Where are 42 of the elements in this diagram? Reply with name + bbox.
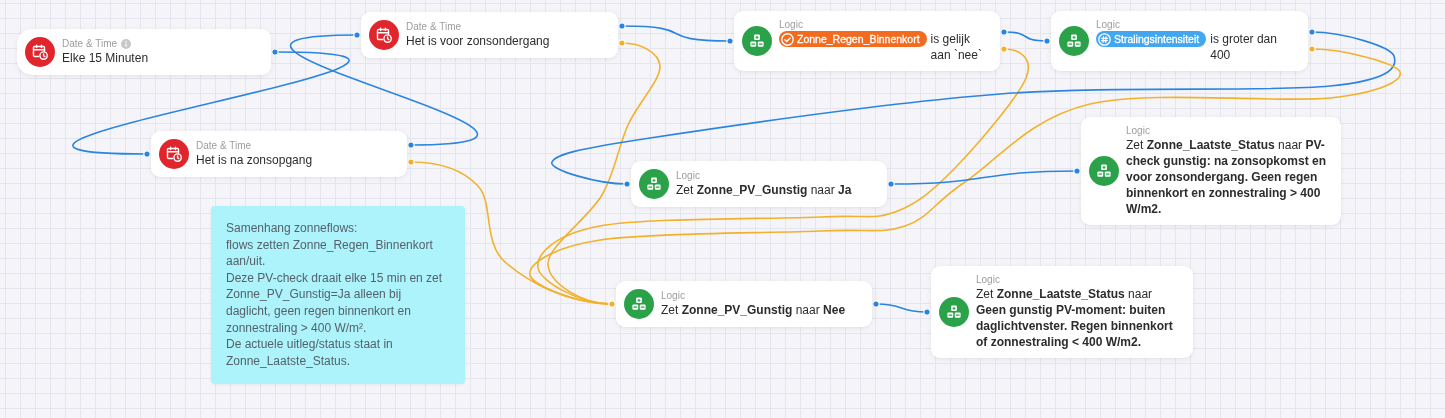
card-title: Zet Zonne_PV_Gunstig naar Ja	[676, 182, 852, 198]
flow-card	[734, 11, 1000, 71]
note-text: flows zetten Zonne_Regen_Binnenkort aan/uit.	[226, 236, 434, 270]
card-category: Logic	[676, 170, 700, 182]
flow-card	[931, 266, 1193, 358]
variable-name: Stralingsintensiteit	[1114, 32, 1200, 47]
flow-card	[361, 12, 618, 58]
connector	[72, 48, 350, 158]
note-card	[211, 206, 465, 385]
card-title: Het is na zonsopgang	[196, 152, 313, 168]
flow-card	[631, 161, 887, 207]
card-title: is gelijk aan `nee`	[930, 31, 983, 63]
card-category: Logic	[1096, 19, 1120, 31]
flow-card	[1051, 11, 1308, 71]
connector	[618, 22, 734, 45]
card-category: Date & Time	[196, 140, 252, 152]
card-category: Logic	[976, 274, 1000, 286]
card-category: Date & Time	[62, 38, 118, 50]
card-category: Logic	[661, 290, 685, 302]
card-title: Zet Zonne_Laatste_Status naar Geen gunstig PV-moment: buiten daglichtvenster. Regen binnenkort of zonnestraling < 400 W/m2.	[976, 286, 1174, 350]
note-text: Deze PV-check draait elke 15 min en zet Zonne_PV_Gunstig=Ja alleen bij daglicht, geen regen binnenkort en zonnestraling > 400 W/m².	[226, 269, 444, 337]
flow-card	[151, 131, 407, 177]
connector	[887, 167, 1081, 188]
variable-name: Zonne_Regen_Binnenkort	[797, 32, 920, 47]
card-category: Logic	[1126, 125, 1150, 137]
card-category: Logic	[779, 19, 803, 31]
card-title: is groter dan 400	[1210, 31, 1278, 63]
card-title: Zet Zonne_Laatste_Status naar PV-check gunstig: na zonsopkomst en voor zonsondergang. Geen regen binnenkort en zonnestraling > 400 W/m2.	[1126, 137, 1328, 217]
connector	[551, 28, 1396, 188]
note-text: Samenhang zonneflows:	[226, 220, 359, 237]
flow-card	[17, 29, 271, 75]
connector	[529, 45, 1402, 308]
card-title: Het is voor zonsondergang	[406, 33, 550, 49]
connector	[872, 300, 931, 316]
connector	[290, 31, 478, 149]
card-title: Zet Zonne_PV_Gunstig naar Nee	[661, 302, 846, 318]
flow-card	[616, 281, 872, 327]
card-category: Date & Time	[406, 21, 462, 33]
note-text: De actuele uitleg/status staat in Zonne_Laatste_Status.	[226, 336, 394, 370]
card-title: Elke 15 Minuten	[62, 50, 149, 66]
flow-card	[1081, 117, 1341, 225]
connector	[1000, 28, 1051, 45]
